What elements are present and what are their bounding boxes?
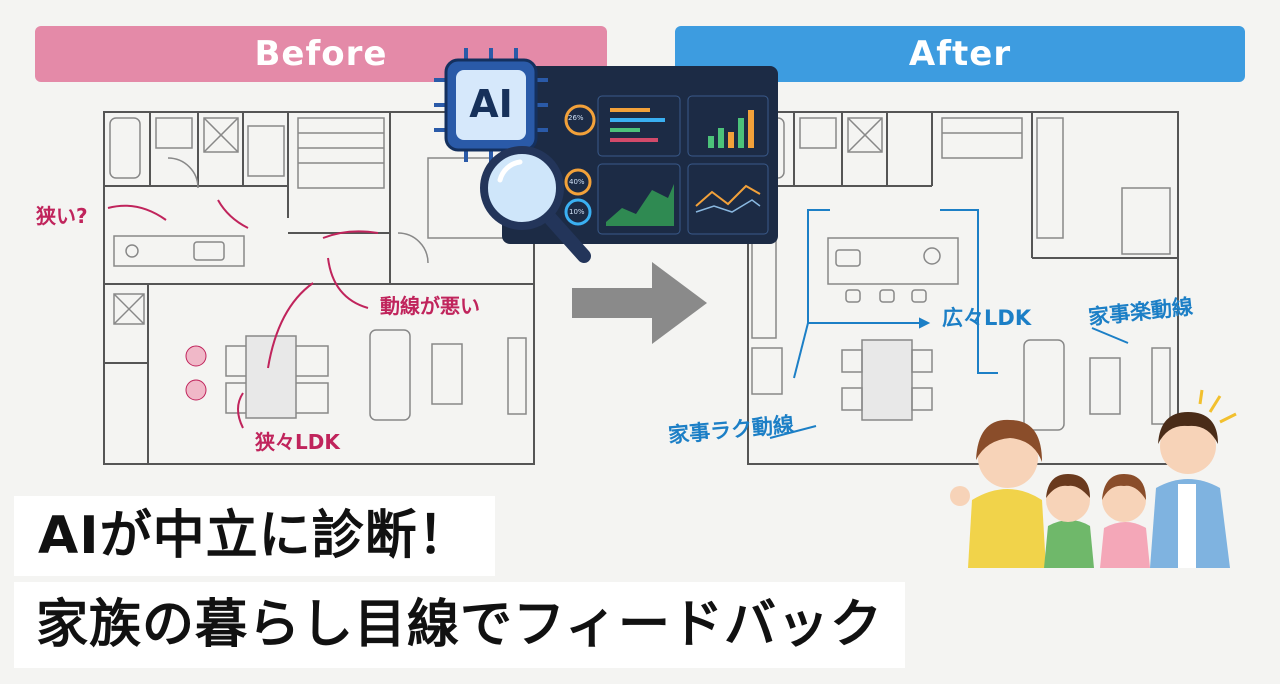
headline-line-2: 家族の暮らし目線でフィードバック bbox=[14, 582, 905, 668]
annotation-bad-flow: 動線が悪い bbox=[380, 294, 480, 318]
arrow-right-icon bbox=[572, 262, 707, 344]
before-label: Before bbox=[35, 26, 607, 82]
annotation-wide-ldk: 広々LDK bbox=[942, 306, 1032, 330]
gauge-value-3: 10% bbox=[569, 208, 585, 216]
analytics-dashboard bbox=[502, 66, 778, 244]
gauge-value-2: 40% bbox=[569, 178, 585, 186]
after-floor-plan bbox=[747, 111, 1179, 465]
ai-badge-label: AI bbox=[469, 82, 513, 126]
annotation-narrow: 狭い? bbox=[36, 204, 88, 228]
gauge-value-1: 26% bbox=[568, 114, 584, 122]
family-illustration bbox=[950, 389, 1237, 568]
magnifier-icon bbox=[480, 146, 591, 263]
before-floor-plan bbox=[103, 111, 535, 465]
annotation-narrow-ldk: 狭々LDK bbox=[255, 430, 340, 454]
headline-line-1: AIが中立に診断！ bbox=[14, 496, 495, 576]
ai-chip-icon bbox=[434, 48, 548, 162]
